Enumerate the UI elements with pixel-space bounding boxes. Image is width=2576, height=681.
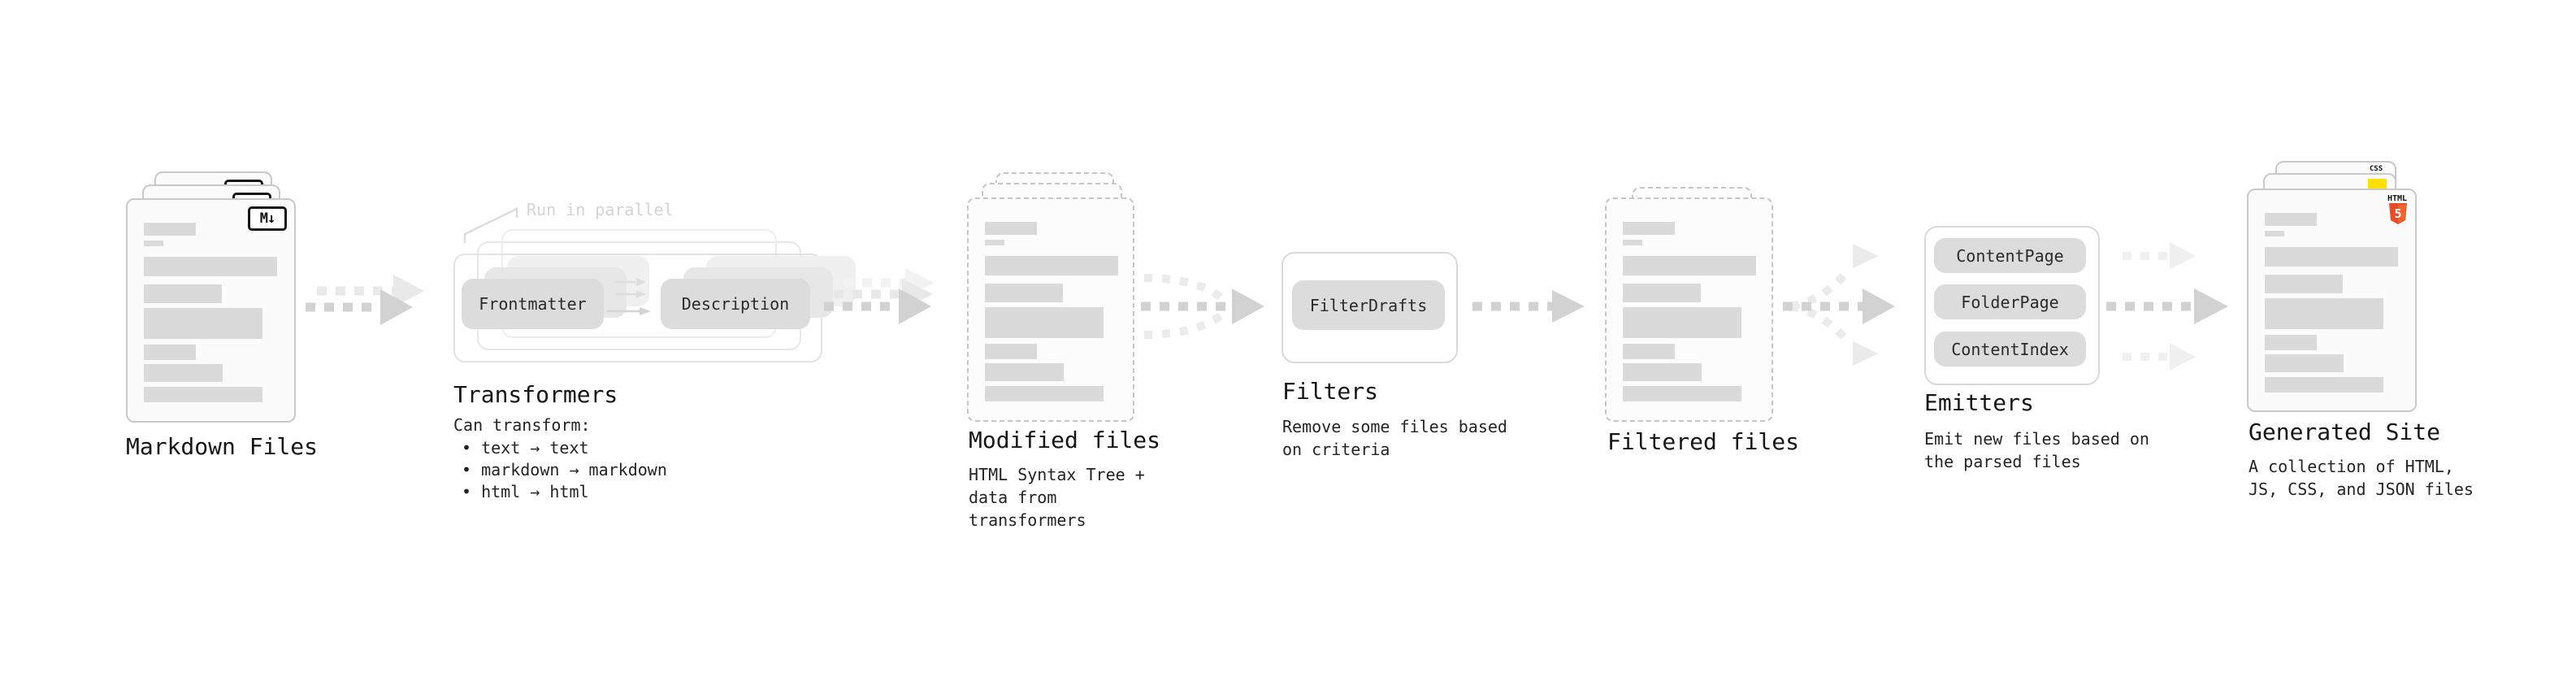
- frontmatter-pill: Frontmatter: [462, 279, 604, 329]
- arrow-transformers-to-modified: [824, 268, 935, 324]
- placeholder-bar: [144, 308, 262, 339]
- transformers-caption: Can transform:: [453, 415, 591, 435]
- placeholder-bar: [1623, 307, 1741, 338]
- html5-shield-icon: 5: [2389, 203, 2407, 224]
- filtered-sheet-front: [1605, 197, 1773, 422]
- placeholder-bar: [985, 307, 1104, 338]
- placeholder-bar: [1623, 222, 1675, 235]
- placeholder-bar: [1623, 386, 1741, 401]
- transform-arrows-icon: [607, 278, 651, 315]
- placeholder-bar: [144, 284, 222, 303]
- placeholder-bar: [2265, 231, 2284, 236]
- placeholder-bar: [1623, 363, 1702, 381]
- arrow-filters-to-filtered: [1472, 290, 1585, 323]
- modified-files-caption: HTML Syntax Tree + data from transformer…: [969, 465, 1145, 530]
- placeholder-bar: [985, 240, 1004, 245]
- filter-drafts-pill: FilterDrafts: [1292, 280, 1445, 330]
- arrow-filtered-to-emitters: [1783, 244, 1895, 366]
- html5-icon-label: HTML: [2387, 194, 2408, 203]
- modified-sheet-front: [967, 197, 1134, 422]
- emitters-title: Emitters: [1924, 389, 2034, 416]
- site-sheet-html: HTML 5: [2247, 189, 2417, 412]
- transform-bullet: • text → text: [462, 438, 589, 458]
- placeholder-bar: [985, 284, 1063, 302]
- placeholder-bar: [2265, 275, 2343, 293]
- markdown-sheet-front: M↓: [126, 198, 296, 423]
- placeholder-bar: [985, 222, 1037, 235]
- transform-bullet: • markdown → markdown: [462, 460, 667, 479]
- placeholder-bar: [144, 364, 223, 382]
- transform-bullet: • html → html: [462, 482, 589, 501]
- filtered-files-title: Filtered files: [1607, 428, 1800, 455]
- placeholder-bar: [2265, 213, 2317, 226]
- placeholder-bar: [2265, 247, 2398, 267]
- placeholder-bar: [2265, 377, 2383, 393]
- filters-caption: Remove some files based on criteria: [1282, 417, 1507, 459]
- placeholder-bar: [1623, 344, 1675, 359]
- stage-filtered-files: Filtered files: [1605, 172, 1808, 514]
- run-in-parallel-annotation: Run in parallel: [527, 200, 674, 219]
- document-placeholder-lines: [1623, 222, 1756, 401]
- content-page-pill: ContentPage: [1934, 238, 2086, 273]
- generated-site-title: Generated Site: [2249, 419, 2441, 445]
- placeholder-bar: [985, 256, 1118, 275]
- stage-markdown-files: M↓ M↓ M↓ Markdown Files: [126, 171, 329, 472]
- arrow-modified-to-filters: [1141, 274, 1264, 339]
- generated-site-caption: A collection of HTML, JS, CSS, and JSON …: [2249, 457, 2474, 499]
- placeholder-bar: [2265, 354, 2344, 372]
- markdown-icon: M↓: [248, 206, 287, 231]
- placeholder-bar: [985, 344, 1037, 359]
- folder-page-pill: FolderPage: [1934, 284, 2086, 319]
- placeholder-bar: [2265, 335, 2317, 350]
- document-placeholder-lines: [2265, 213, 2398, 393]
- placeholder-bar: [985, 363, 1064, 381]
- css-icon-label: CSS: [2369, 165, 2383, 173]
- document-placeholder-lines: [985, 222, 1118, 401]
- stage-emitters: ContentPage FolderPage ContentIndex Emit…: [1924, 226, 2168, 478]
- svg-text:5: 5: [2394, 206, 2401, 221]
- emitters-caption: Emit new files based on the parsed files: [1924, 429, 2149, 471]
- placeholder-bar: [2265, 298, 2383, 329]
- stage-generated-site: CSS HTML 5 Generated Site A collection o…: [2247, 161, 2483, 510]
- placeholder-bar: [144, 345, 196, 360]
- description-pill: Description: [661, 279, 810, 329]
- placeholder-bar: [144, 241, 163, 246]
- placeholder-bar: [144, 387, 262, 402]
- placeholder-bar: [1623, 256, 1756, 275]
- annotation-leader-line: [463, 207, 518, 243]
- stage-transformers: Run in parallel Frontmatter Description …: [453, 199, 856, 501]
- document-placeholder-lines: [144, 223, 277, 402]
- arrow-emitters-to-site: [2106, 242, 2228, 371]
- placeholder-bar: [1623, 284, 1701, 302]
- placeholder-bar: [144, 223, 196, 236]
- placeholder-bar: [1623, 240, 1642, 245]
- javascript-icon: [2368, 179, 2387, 189]
- filters-title: Filters: [1282, 378, 1379, 405]
- modified-files-title: Modified files: [969, 427, 1161, 453]
- placeholder-bar: [144, 257, 277, 276]
- placeholder-bar: [985, 386, 1104, 401]
- stage-filters: FilterDrafts Filters Remove some files b…: [1281, 252, 1517, 463]
- content-index-pill: ContentIndex: [1934, 332, 2086, 367]
- markdown-files-title: Markdown Files: [126, 433, 319, 460]
- transformers-title: Transformers: [453, 381, 618, 408]
- arrow-markdown-to-transformers: [306, 275, 424, 325]
- html5-icon: HTML 5: [2387, 194, 2408, 228]
- stage-modified-files: Modified files HTML Syntax Tree + data f…: [967, 172, 1170, 530]
